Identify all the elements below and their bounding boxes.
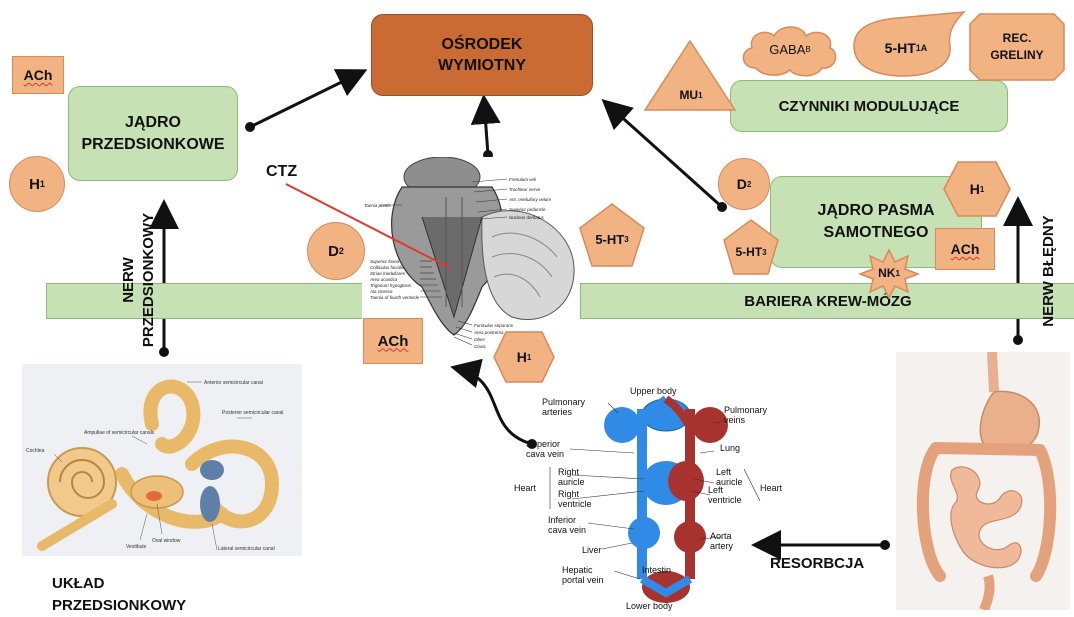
ach-receptor-ctz: ACh	[363, 318, 423, 364]
circ-sup-cava-2: cava vein	[526, 449, 564, 459]
circ-hepatic-2: portal vein	[562, 575, 604, 585]
vagus-nerve-label: NERW BŁĘDNY	[1040, 206, 1062, 336]
ear-label-lateral: Lateral semicircular canal	[218, 546, 275, 552]
circ-pulm-art-1: Pulmonary	[542, 397, 586, 407]
circ-aorta-2: artery	[710, 541, 734, 551]
ear-label-cochlea: Cochlea	[26, 448, 45, 454]
vestibular-nerve-label: NERW PRZEDSIONKOWY	[119, 195, 167, 365]
circ-left-auricle-1: Left	[716, 467, 732, 477]
circ-heart-right: Heart	[760, 483, 783, 493]
circ-left-ventricle-1: Left	[708, 485, 724, 495]
circ-heart-left: Heart	[514, 483, 537, 493]
circ-intestin: Intestin	[642, 565, 671, 575]
circ-lung: Lung	[720, 443, 740, 453]
circ-pulm-vein-2: veins	[724, 415, 746, 425]
circ-pulm-vein-1: Pulmonary	[724, 405, 768, 415]
circ-right-ventricle-1: Right	[558, 489, 580, 499]
circ-upper-body: Upper body	[630, 386, 677, 396]
circ-hepatic-1: Hepatic	[562, 565, 593, 575]
inner-ear-illustration: Anterior semicircular canal Posterior se…	[22, 364, 302, 556]
circ-liver: Liver	[582, 545, 602, 555]
gut-illustration	[896, 352, 1070, 610]
circ-right-auricle-1: Right	[558, 467, 580, 477]
ear-label-anterior: Anterior semicircular canal	[204, 380, 263, 386]
circ-right-ventricle-2: ventricle	[558, 499, 592, 509]
ear-label-vestibule: Vestibule	[126, 544, 147, 550]
ear-label-ampullae: Ampullae of semicircular canals	[84, 430, 155, 436]
vestibular-system-label: UKŁAD PRZEDSIONKOWY	[52, 573, 186, 617]
ear-label-oval: Oval window	[152, 538, 181, 544]
ear-label-posterior: Posterior semicircular canal	[222, 410, 283, 416]
circ-pulm-art-2: arteries	[542, 407, 573, 417]
circ-lower-body: Lower body	[626, 601, 673, 611]
circulation-diagram: Upper body Pulmonary arteries Pulmonary …	[514, 383, 786, 613]
circ-right-auricle-2: auricle	[558, 477, 585, 487]
circ-inf-cava-1: Inferior	[548, 515, 576, 525]
circ-aorta-1: Aorta	[710, 531, 732, 541]
circ-left-ventricle-2: ventricle	[708, 495, 742, 505]
circ-sup-cava-1: Superior	[526, 439, 560, 449]
resorption-label: RESORBCJA	[770, 555, 864, 572]
circ-inf-cava-2: cava vein	[548, 525, 586, 535]
